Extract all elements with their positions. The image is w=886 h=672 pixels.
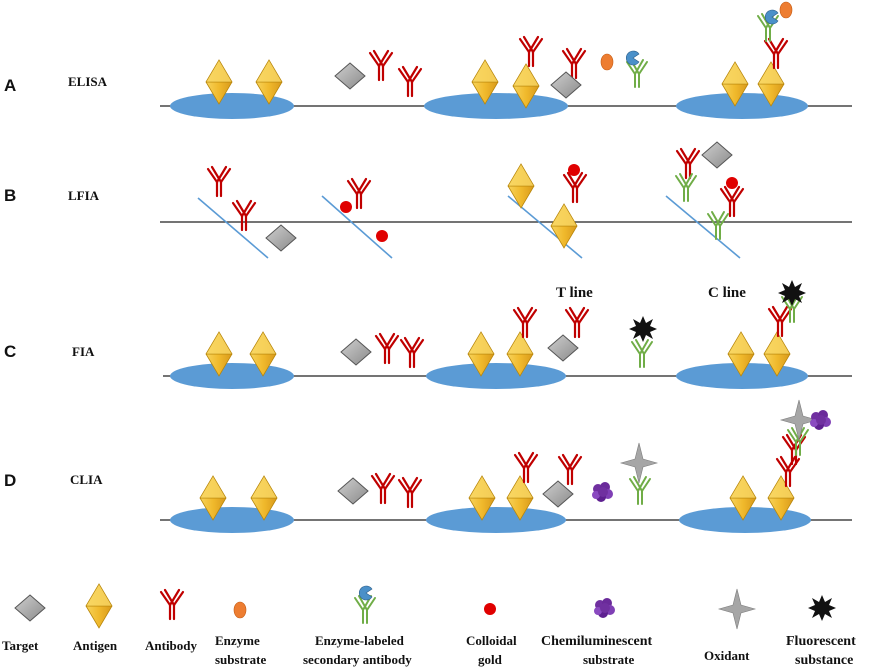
row-letter-c: C [4, 342, 16, 361]
antibody-icon [562, 171, 588, 204]
plate-well [170, 363, 294, 389]
fluorescent-substance-icon [629, 316, 657, 342]
chemiluminescent-substrate-icon [592, 482, 613, 502]
legend-colloidal-gold-icon [484, 603, 496, 615]
antibody-icon [231, 199, 257, 232]
c-line-label: C line [708, 285, 746, 301]
target-icon [340, 338, 372, 366]
plate-well [424, 93, 568, 119]
antigen-icon [507, 163, 535, 209]
colloidal-gold-icon [340, 201, 352, 213]
legend-chemiluminescent-substrate-icon [594, 598, 615, 618]
enzyme-label-icon [764, 9, 779, 25]
t-line-label: T line [556, 285, 593, 301]
row-name-elisa: ELISA [68, 74, 108, 89]
plate-well [426, 363, 566, 389]
antibody-icon [374, 332, 400, 365]
antibody-icon [346, 177, 372, 210]
colloidal-gold-icon [376, 230, 388, 242]
antibody-icon [512, 306, 538, 339]
antibody-icon [397, 476, 423, 509]
legend-enzyme-labeled-label-2: secondary antibody [303, 652, 412, 667]
colloidal-gold-icon [568, 164, 580, 176]
target-icon [265, 224, 297, 252]
colloidal-gold-icon [726, 177, 738, 189]
legend-chemi-label-2: substrate [583, 652, 635, 667]
antibody-icon [518, 35, 544, 68]
target-icon [334, 62, 366, 90]
fluorescent-substance-icon [778, 280, 806, 306]
test-strip [321, 195, 393, 259]
plate-well [426, 507, 566, 533]
legend-chemi-label-1: Chemiluminescent [541, 634, 653, 649]
antibody-icon [370, 472, 396, 505]
antibody-icon [206, 165, 232, 198]
row-name-fia: FIA [72, 344, 95, 359]
plate-well [170, 93, 294, 119]
legend-enzyme-substrate-icon [233, 601, 247, 619]
antibody-icon [399, 336, 425, 369]
antibody-icon [368, 49, 394, 82]
legend-antibody-icon [159, 588, 185, 621]
test-strip [665, 195, 741, 259]
row-d: D CLIA [4, 399, 852, 533]
row-name-clia: CLIA [70, 472, 103, 487]
row-c: C FIA T line C line [4, 280, 852, 389]
legend-oxidant-label: Oxidant [704, 648, 750, 663]
secondary-antibody-icon [707, 211, 729, 240]
plate-well [170, 507, 294, 533]
legend-fluorescent-label-2: substance [795, 653, 853, 668]
legend-enzyme-labeled-label-1: Enzyme-labeled [315, 633, 405, 648]
row-name-lfia: LFIA [68, 188, 100, 203]
legend-enzyme-substrate-label-1: Enzyme [215, 633, 260, 648]
legend-target-label: Target [2, 638, 39, 653]
legend-target-icon [14, 594, 46, 622]
secondary-antibody-icon [629, 476, 651, 505]
antibody-icon [763, 37, 789, 70]
enzyme-label-icon [625, 50, 640, 66]
legend-oxidant-icon [718, 588, 756, 630]
target-icon [701, 141, 733, 169]
row-a: A ELISA [4, 1, 852, 119]
row-letter-b: B [4, 186, 16, 205]
enzyme-substrate-icon [600, 53, 614, 71]
legend-enzyme-substrate-label-2: substrate [215, 652, 267, 667]
antibody-icon [767, 305, 793, 338]
secondary-antibody-icon [631, 339, 653, 368]
plate-well [676, 93, 808, 119]
oxidant-icon [620, 442, 658, 484]
test-strip [197, 197, 269, 259]
legend-fluorescent-label-1: Fluorescent [786, 634, 856, 649]
legend-antigen-icon [85, 583, 113, 629]
target-icon [547, 334, 579, 362]
legend-fluorescent-substance-icon [808, 595, 836, 621]
legend-colloidal-gold-label-2: gold [478, 652, 503, 667]
antibody-icon [397, 65, 423, 98]
legend-antibody-label: Antibody [145, 638, 198, 653]
antibody-icon [513, 451, 539, 484]
row-letter-a: A [4, 76, 16, 95]
row-b: B LFIA [4, 141, 852, 259]
legend-colloidal-gold-label-1: Colloidal [466, 633, 517, 648]
chemiluminescent-substrate-icon [810, 410, 831, 430]
legend-antigen-label: Antigen [73, 638, 118, 653]
legend: Target Antigen Antibody Enzyme substrate… [2, 583, 856, 668]
enzyme-substrate-icon [779, 1, 793, 19]
antibody-icon [564, 306, 590, 339]
antibody-icon [557, 453, 583, 486]
target-icon [337, 477, 369, 505]
antigen-icon [550, 203, 578, 249]
legend-enzyme-label-icon [358, 585, 373, 601]
row-letter-d: D [4, 471, 16, 490]
